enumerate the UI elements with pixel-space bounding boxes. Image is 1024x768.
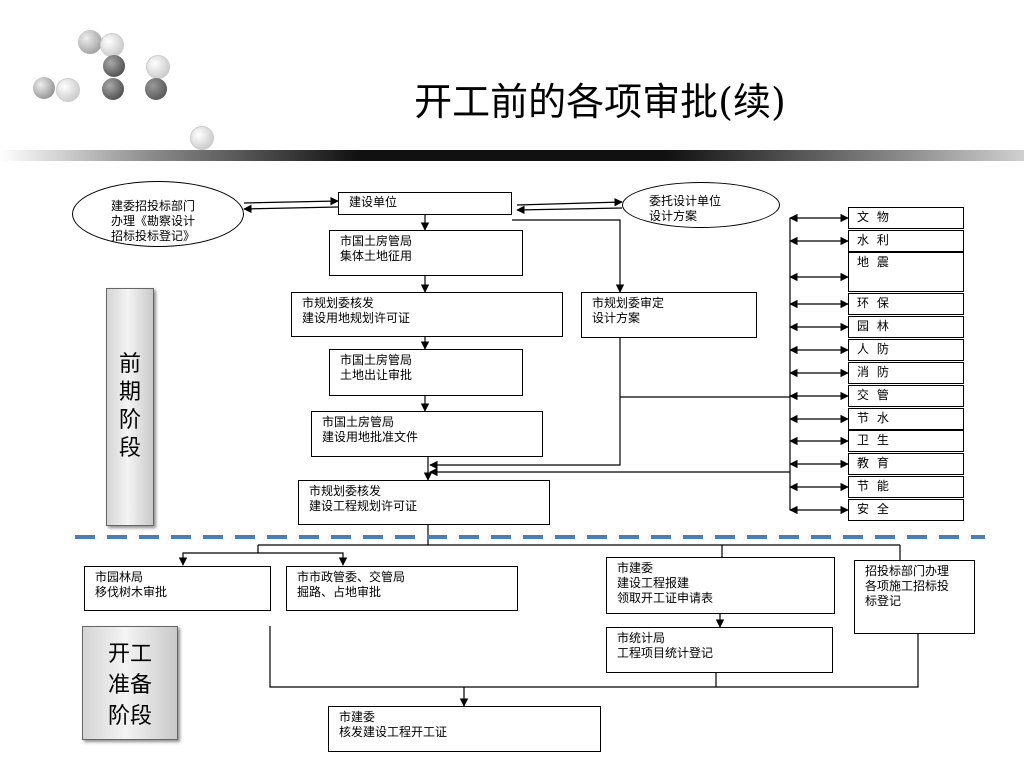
node-land-transfer: 市国土房管局 土地出让审批 — [329, 349, 523, 396]
node-planning-project-permit: 市规划委核发 建设工程规划许可证 — [298, 480, 550, 525]
dept-box: 园 林 — [848, 316, 964, 338]
logo-dots — [0, 0, 240, 150]
node-planning-land-permit: 市规划委核发 建设用地规划许可证 — [291, 292, 563, 337]
stage-early: 前 期 阶 段 — [106, 288, 154, 526]
stage-prep: 开工 准备 阶段 — [82, 626, 178, 740]
dot-icon — [102, 78, 124, 100]
node-land-collective: 市国土房管局 集体土地征用 — [329, 230, 523, 276]
dept-box: 教 育 — [848, 453, 964, 475]
dept-box: 环 保 — [848, 293, 964, 315]
dept-box: 节 能 — [848, 476, 964, 498]
dept-box: 消 防 — [848, 362, 964, 384]
node-municipal-traffic: 市市政管委、交管局 掘路、占地审批 — [286, 566, 518, 611]
dot-icon — [103, 55, 125, 77]
page-title: 开工前的各项审批(续) — [414, 80, 786, 124]
dot-icon — [190, 126, 214, 150]
dept-box: 节 水 — [848, 408, 964, 430]
dot-icon — [33, 77, 55, 99]
dot-icon — [100, 33, 124, 57]
node-design-unit: 委托设计单位 设计方案 — [622, 182, 780, 228]
dot-icon — [78, 30, 102, 54]
dept-box: 文 物 — [848, 207, 964, 229]
node-construction-commission-apply: 市建委 建设工程报建 领取开工证申请表 — [606, 557, 835, 614]
dept-box: 水 利 — [848, 230, 964, 252]
node-land-approval-doc: 市国土房管局 建设用地批准文件 — [311, 411, 543, 457]
dot-icon — [56, 78, 80, 102]
node-construction-unit: 建设单位 — [338, 192, 512, 215]
dept-box: 人 防 — [848, 339, 964, 361]
dept-box: 安 全 — [848, 499, 964, 521]
node-bidding-dept: 建委招投标部门 办理《勘察设计 招标投标登记》 — [72, 181, 244, 247]
dept-box: 卫 生 — [848, 430, 964, 452]
dept-box: 交 管 — [848, 385, 964, 407]
node-statistics-bureau: 市统计局 工程项目统计登记 — [606, 627, 833, 673]
header-bar — [0, 150, 1024, 161]
node-garden-bureau: 市园林局 移伐树木审批 — [84, 566, 271, 611]
node-planning-design-review: 市规划委审定 设计方案 — [581, 292, 757, 338]
dept-box: 地 震 — [848, 252, 964, 292]
dot-icon — [145, 78, 167, 100]
node-start-permit: 市建委 核发建设工程开工证 — [328, 706, 601, 752]
node-bidding-construction: 招投标部门办理 各项施工招标投 标登记 — [854, 560, 975, 634]
